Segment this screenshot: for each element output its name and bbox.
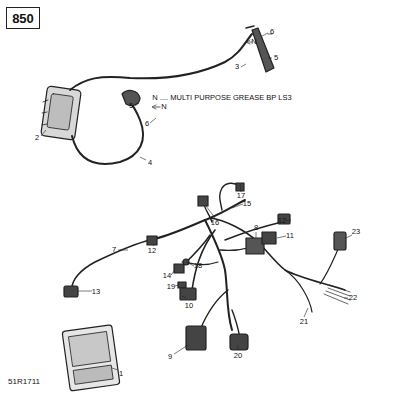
figure-code: 51R1711 <box>8 378 40 386</box>
callout-number: 2 <box>35 134 39 142</box>
callout-number: 12 <box>148 247 156 255</box>
callout-number: 15 <box>243 200 251 208</box>
callout-number: 13 <box>92 288 100 296</box>
callout-number: 7 <box>112 246 116 254</box>
callout-number: 6 <box>270 28 274 36</box>
callout-number: 6 <box>145 120 149 128</box>
callout-number: 5 <box>129 102 133 110</box>
callout-number: 18 <box>194 262 202 270</box>
model-number: 850 <box>12 11 34 26</box>
callout-number: 23 <box>352 228 360 236</box>
callout-number: 11 <box>286 232 294 240</box>
callout-number: 3 <box>235 63 239 71</box>
callout-number: 1 <box>119 370 123 378</box>
callout-number: N <box>251 38 256 46</box>
callout-number: 17 <box>237 192 245 200</box>
callout-number: 5 <box>274 54 278 62</box>
callout-number: N <box>161 103 166 111</box>
callout-number: 20 <box>234 352 242 360</box>
callout-number: 16 <box>211 219 219 227</box>
callout-number: 22 <box>349 294 357 302</box>
callout-number: 14 <box>163 272 171 280</box>
callout-number: 8 <box>254 224 258 232</box>
callout-number: 21 <box>300 318 308 326</box>
callout-number: 19 <box>167 283 175 291</box>
callout-number: 10 <box>185 302 193 310</box>
callout-number: 9 <box>168 353 172 361</box>
model-box: 850 <box>6 7 40 29</box>
callout-number: 4 <box>148 159 152 167</box>
callout-number: 12 <box>278 217 286 225</box>
note-text: N .... MULTI PURPOSE GREASE BP LS3 <box>152 94 291 102</box>
